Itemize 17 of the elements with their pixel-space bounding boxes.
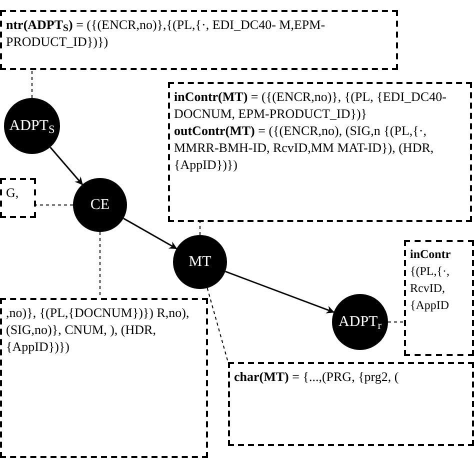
annotation-box [168, 82, 472, 222]
leader-line [206, 288, 228, 362]
arrow [123, 218, 178, 250]
annotation-text: G, [6, 184, 20, 201]
annotation-text: outContr(MT) = ({(ENCR,no), (SIG,n {(PL,{·, MMRR-BMH-ID, RcvID,MM MAT-ID}), (HDR, {AppID})}) [174, 122, 435, 173]
annotation-box [0, 178, 36, 218]
annotation-box [404, 240, 474, 356]
annotation-text: ntr(ADPT$_{S}$) = ({(ENCR,no)},{(PL,{·, EDI_DC40- M,EPM-PRODUCT_ID})}) [6, 16, 326, 50]
annotation-text: char(MT) = {...,(PRG, {prg2, ( [234, 368, 400, 385]
annotation-box [0, 298, 208, 458]
arrow [50, 146, 83, 186]
arrow [225, 270, 335, 314]
annotation-text: ,no)}, {(PL,{DOCNUM})}) R,no), (SIG,no)}, CNUM, ), (HDR,{AppID})}) [6, 304, 190, 355]
annotation-box [0, 10, 398, 70]
annotation-box [228, 362, 474, 446]
annotation-text: inContr {(PL,{·, RcvID, {AppID [410, 246, 452, 314]
leader-line [36, 204, 74, 206]
